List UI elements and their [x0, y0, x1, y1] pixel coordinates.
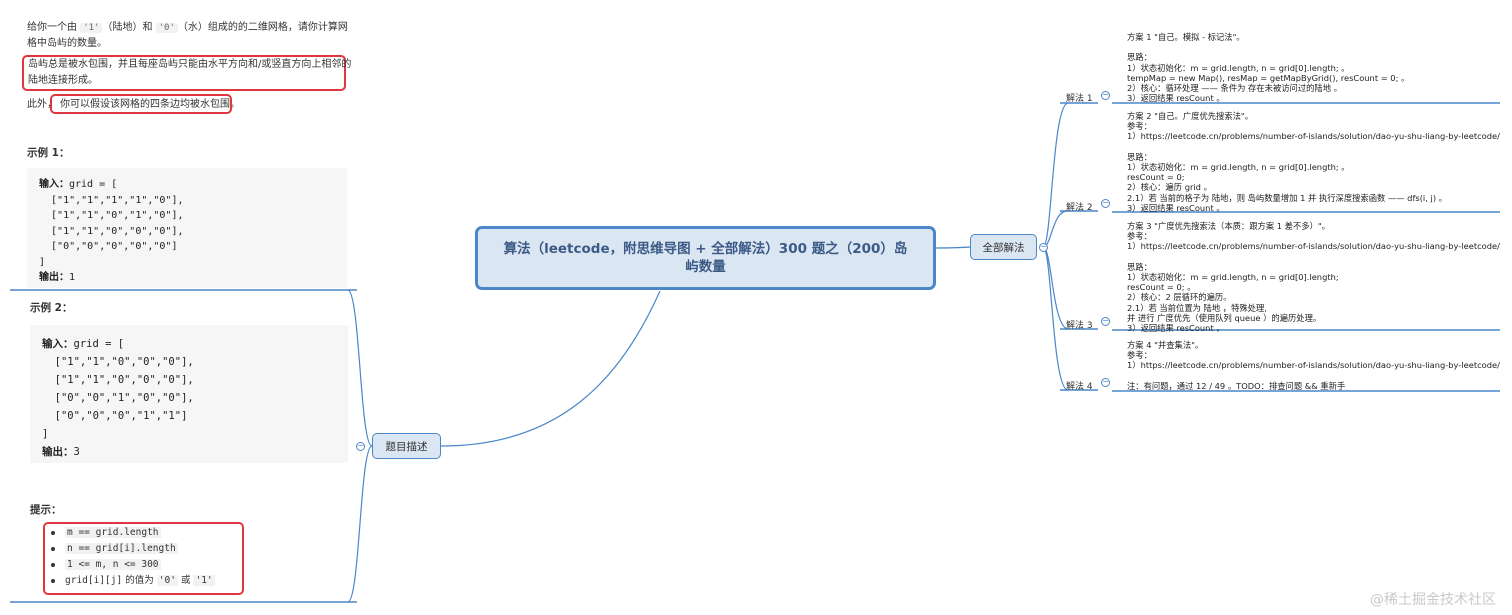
output-label: 输出：	[39, 272, 69, 283]
collapse-toggle-icon[interactable]: −	[1039, 242, 1048, 252]
highlight-box-hints	[43, 522, 244, 595]
link-description-to-panel	[347, 289, 373, 603]
example-2-title: 示例 2：	[30, 302, 73, 314]
intro-paragraph: 给你一个由 '1'（陆地）和 '0'（水）组成的的二维网格，请你计算网 格中岛屿…	[27, 20, 348, 52]
solution-4-note: 方案 4 "并查集法"。 参考： 1）https://leetcode.cn/p…	[1127, 340, 1500, 391]
collapse-toggle-icon[interactable]: −	[1101, 316, 1110, 326]
list-item: 1 <= m, n <= 300	[48, 557, 215, 573]
hint-text: 或	[177, 575, 194, 586]
border-text: 你可以假设该网格的四条边均被水包围。	[60, 99, 240, 110]
border-prefix: 此外，	[27, 99, 57, 110]
rule-text: 陆地连接形成。	[28, 75, 98, 86]
collapse-toggle-icon[interactable]: −	[1101, 198, 1110, 208]
hints-title: 提示：	[30, 504, 62, 516]
hint-text: '1'	[193, 575, 215, 586]
code-line: grid = [	[69, 179, 118, 190]
inline-code: '1'	[80, 23, 103, 33]
hint-text: n == grid[i].length	[65, 543, 178, 554]
input-label: 输入：	[42, 338, 74, 350]
code-line: ]	[39, 256, 46, 268]
inline-code: '0'	[155, 23, 178, 33]
code-line: ["0","0","0","0","0"]	[39, 241, 178, 252]
solution-2-label[interactable]: 解法 2	[1066, 203, 1093, 213]
border-highlight-text: 你可以假设该网格的四条边均被水包围。	[57, 99, 243, 110]
example-1-codebox: 输入：grid = [ ["1","1","1","1","0"], ["1",…	[27, 168, 347, 288]
code-line: ["0","0","0","1","1"]	[42, 410, 188, 422]
intro-text: 给你一个由	[27, 22, 81, 33]
solution-1-label[interactable]: 解法 1	[1066, 94, 1093, 104]
solution-1-note: 方案 1 "自己。模拟 - 标记法"。 思路： 1）状态初始化：m = grid…	[1127, 32, 1410, 104]
collapse-toggle-icon[interactable]: −	[1101, 377, 1110, 387]
rule-paragraph: 岛屿总是被水包围，并且每座岛屿只能由水平方向和/或竖直方向上相邻的 陆地连接形成…	[28, 57, 351, 89]
link-central-to-all-solutions	[935, 246, 971, 249]
hint-text: m == grid.length	[65, 527, 161, 538]
collapse-toggle-icon[interactable]: −	[356, 441, 365, 451]
collapse-toggle-icon[interactable]: −	[1101, 90, 1110, 100]
hints-list: m == grid.length n == grid[i].length 1 <…	[48, 525, 215, 589]
central-topic-label: 算法（leetcode，附思维导图 + 全部解法）300 题之（200）岛屿数量	[503, 241, 908, 275]
code-line: ["1","1","1","1","0"],	[39, 194, 184, 206]
code-line: ["1","1","0","1","0"],	[39, 210, 184, 221]
highlight-box-border	[50, 94, 232, 114]
link-all-to-solutions	[1042, 102, 1069, 391]
example-1-title: 示例 1：	[27, 147, 70, 159]
output-value: 1	[69, 272, 76, 283]
solution-4-label[interactable]: 解法 4	[1066, 382, 1093, 392]
rule-text: 岛屿总是被水包围，并且每座岛屿只能由水平方向和/或竖直方向上相邻的	[28, 59, 352, 70]
hint-text: '0'	[156, 575, 178, 586]
code-line: ["1","1","0","0","0"],	[39, 225, 184, 237]
central-topic[interactable]: 算法（leetcode，附思维导图 + 全部解法）300 题之（200）岛屿数量	[475, 226, 936, 290]
list-item: grid[i][j] 的值为 '0' 或 '1'	[48, 573, 215, 589]
branch-all-solutions[interactable]: 全部解法	[970, 234, 1037, 260]
solution-3-note: 方案 3 "广度优先搜索法（本质：跟方案 1 差不多）"。 参考： 1）http…	[1127, 221, 1500, 334]
border-paragraph: 此外，你可以假设该网格的四条边均被水包围。	[27, 97, 243, 113]
code-line: ]	[42, 428, 49, 440]
code-line: ["1","1","0","0","0"],	[42, 374, 194, 386]
branch-label: 全部解法	[982, 241, 1025, 254]
intro-text: （水）组成的的二维网格，请你计算网	[177, 22, 348, 33]
code-line: ["0","0","1","0","0"],	[42, 392, 194, 404]
highlight-box-rule	[22, 55, 346, 91]
list-item: n == grid[i].length	[48, 541, 215, 557]
hint-text: 1 <= m, n <= 300	[65, 559, 161, 570]
solution-2-note: 方案 2 "自己。广度优先搜索法"。 参考： 1）https://leetcod…	[1127, 111, 1500, 213]
solution-3-label[interactable]: 解法 3	[1066, 321, 1093, 331]
branch-label: 题目描述	[385, 440, 428, 453]
example-2-codebox: 输入：grid = [ ["1","1","0","0","0"], ["1",…	[30, 325, 348, 463]
link-central-to-description	[440, 290, 661, 447]
output-value: 3	[73, 446, 80, 458]
input-label: 输入：	[39, 179, 69, 190]
hint-text: 的值为	[122, 575, 157, 586]
list-item: m == grid.length	[48, 525, 215, 541]
branch-problem-description[interactable]: 题目描述	[372, 433, 441, 459]
code-line: grid = [	[73, 338, 125, 350]
code-line: ["1","1","0","0","0"],	[42, 356, 194, 368]
output-label: 输出：	[42, 446, 74, 458]
intro-text: 格中岛屿的数量。	[27, 38, 107, 49]
watermark: @稀土掘金技术社区	[1370, 592, 1496, 608]
hint-text: grid[i][j]	[65, 575, 123, 586]
intro-text: （陆地）和	[102, 22, 156, 33]
